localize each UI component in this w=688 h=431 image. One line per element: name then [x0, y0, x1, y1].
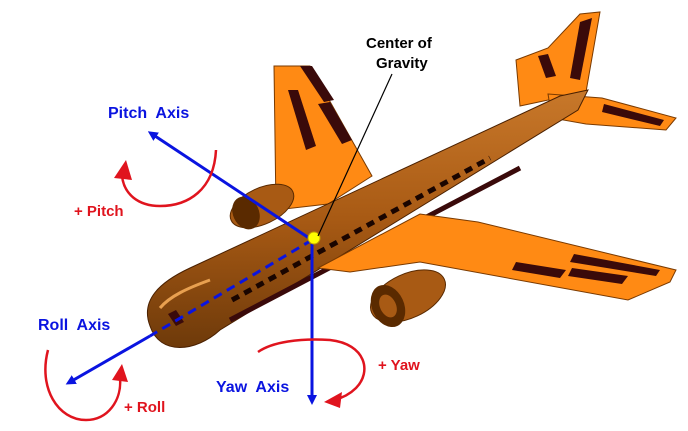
plus-yaw-label: + Yaw [378, 357, 420, 374]
plus-pitch-label: + Pitch [74, 203, 124, 220]
center-of-gravity-label-line2: Gravity [376, 55, 428, 72]
far-wing [273, 65, 373, 211]
roll-axis [65, 238, 313, 385]
yaw-axis-label: Yaw Axis [216, 379, 289, 396]
vertical-tail [515, 11, 601, 107]
center-of-gravity-leader [317, 73, 393, 237]
center-of-gravity-marker [307, 231, 321, 245]
center-of-gravity-label-line1: Center of [366, 35, 433, 52]
yaw-rotation-arrow [257, 338, 366, 408]
roll-axis-label: Roll Axis [38, 317, 110, 334]
roll-rotation-arrow [44, 349, 128, 422]
pitch-axis-label: Pitch Axis [108, 105, 189, 122]
near-engine [370, 269, 446, 328]
plus-roll-label: + Roll [124, 399, 165, 416]
pitch-rotation-arrow [114, 149, 218, 208]
pitch-axis [147, 131, 313, 242]
near-wing [316, 213, 677, 301]
